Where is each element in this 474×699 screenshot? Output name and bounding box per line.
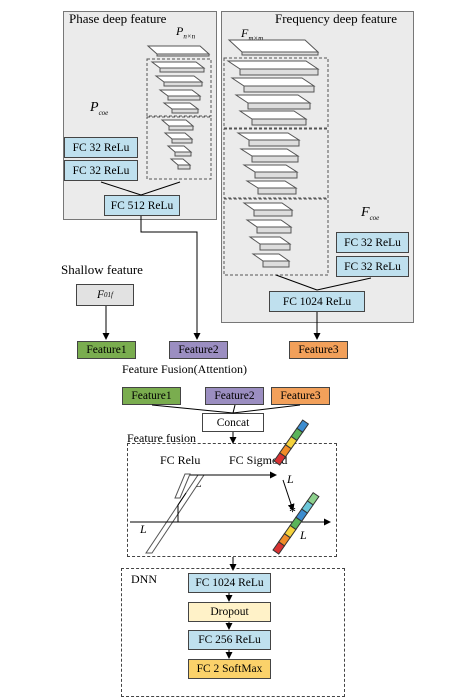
dnn-layer-4: FC 2 SoftMax: [188, 659, 271, 679]
phase-layers: [150, 61, 206, 170]
feature-fusion-title: Feature fusion: [127, 431, 196, 445]
dnn-layer-3: FC 256 ReLu: [188, 630, 271, 650]
feature2-box: Feature2: [169, 341, 228, 359]
fusion-graphics: [130, 419, 331, 555]
phase-input-label: Pn×n: [176, 24, 196, 41]
frequency-coe-label: Fcoe: [361, 205, 380, 222]
frequency-fc1: FC 32 ReLu: [336, 232, 409, 253]
multiply-symbol: *: [289, 505, 296, 520]
fusion-l4: L: [300, 528, 307, 542]
shallow-title: Shallow feature: [61, 262, 143, 277]
fusion-l3: L: [287, 472, 294, 486]
sigmoid-vector: [273, 419, 310, 466]
concat-box: Concat: [202, 413, 264, 432]
frequency-title: Frequency deep feature: [275, 11, 397, 26]
frequency-connectors: [275, 274, 372, 340]
feature1-box: Feature1: [77, 341, 136, 359]
feature3-box-2: Feature3: [271, 387, 330, 405]
phase-fc1: FC 32 ReLu: [64, 137, 138, 158]
concat-connectors: [151, 404, 301, 571]
phase-title: Phase deep feature: [69, 11, 167, 26]
frequency-stack-2: [223, 128, 329, 199]
fc-relu-upper: [174, 473, 191, 499]
fc-sigmoid-label: FC Sigmoid: [229, 453, 288, 467]
frequency-stack-1: [223, 57, 329, 129]
phase-fc2: FC 32 ReLu: [64, 160, 138, 181]
feature2-box-2: Feature2: [205, 387, 264, 405]
frequency-fc2: FC 32 ReLu: [336, 256, 409, 277]
sigmoid-to-multiply-arrow: [282, 479, 295, 511]
fusion-attention-title: Feature Fusion(Attention): [122, 362, 247, 376]
frequency-fc-out: FC 1024 ReLu: [269, 291, 365, 312]
fusion-l2: L: [140, 522, 147, 536]
frequency-input-label: Fm×m: [241, 26, 264, 43]
fc-relu-label: FC Relu: [160, 453, 201, 467]
frequency-layers: [226, 60, 320, 268]
feature1-box-2: Feature1: [122, 387, 181, 405]
dnn-layer-2: Dropout: [188, 602, 271, 622]
output-vector: [272, 491, 320, 555]
fc-relu-lower: [145, 474, 205, 554]
phase-connectors: [100, 181, 201, 340]
phase-input-plane: [146, 45, 211, 57]
phase-coe-label: Pcoe: [90, 100, 109, 117]
dnn-layer-1: FC 1024 ReLu: [188, 573, 271, 593]
feature3-box: Feature3: [289, 341, 348, 359]
phase-stack-1: [146, 58, 212, 117]
phase-stack-2: [146, 116, 212, 180]
phase-fc-out: FC 512 ReLu: [104, 195, 180, 216]
frequency-input-plane: [227, 39, 320, 56]
dnn-title: DNN: [131, 572, 157, 586]
